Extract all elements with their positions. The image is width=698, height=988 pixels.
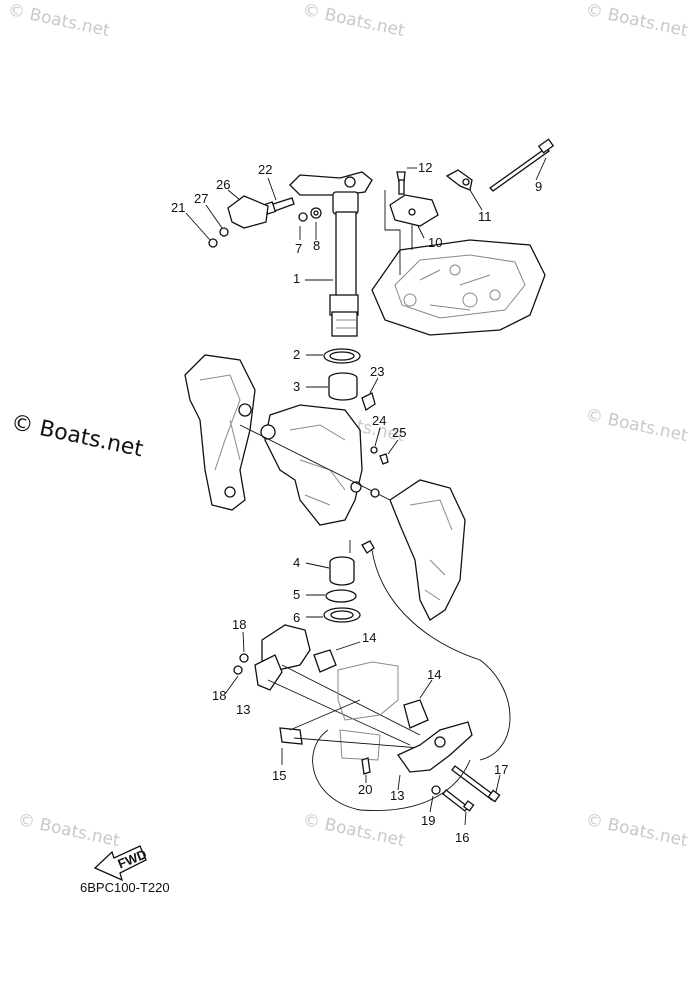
callout-22: 22 [258, 162, 272, 177]
callout-13a: 13 [236, 702, 250, 717]
callout-13b: 13 [390, 788, 404, 803]
clamp-bracket-right [370, 479, 466, 621]
swivel-housing [239, 404, 391, 526]
callout-25: 25 [392, 425, 406, 440]
diagram-code: 6BPC100-T220 [80, 880, 170, 895]
bolt-22 [263, 197, 295, 215]
callout-9: 9 [535, 179, 542, 194]
callout-10: 10 [428, 235, 442, 250]
callout-18b: 18 [212, 688, 226, 703]
callout-2: 2 [293, 347, 300, 362]
callout-26: 26 [216, 177, 230, 192]
lower-mount-right [397, 721, 473, 773]
engine-base [371, 239, 546, 336]
callout-15: 15 [272, 768, 286, 783]
callout-4: 4 [293, 555, 300, 570]
callout-27: 27 [194, 191, 208, 206]
callout-3: 3 [293, 379, 300, 394]
callout-1: 1 [293, 271, 300, 286]
lower-housing [337, 661, 399, 761]
callout-14a: 14 [362, 630, 376, 645]
callout-11: 11 [478, 209, 492, 224]
callout-8: 8 [313, 238, 320, 253]
lower-mount-left [254, 624, 421, 746]
callout-23: 23 [370, 364, 384, 379]
callout-21: 21 [171, 200, 185, 215]
callout-7: 7 [295, 241, 302, 256]
callout-14b: 14 [427, 667, 441, 682]
callout-16: 16 [455, 830, 469, 845]
callout-24: 24 [372, 413, 386, 428]
callout-18a: 18 [232, 617, 246, 632]
callout-5: 5 [293, 587, 300, 602]
callout-17: 17 [494, 762, 508, 777]
fwd-label: FWD [116, 846, 149, 871]
callout-6: 6 [293, 610, 300, 625]
callout-20: 20 [358, 782, 372, 797]
callout-19: 19 [421, 813, 435, 828]
callout-12: 12 [418, 160, 432, 175]
steering-shaft [289, 171, 373, 337]
swivel-bracket [184, 354, 256, 511]
fwd-arrow-icon [93, 845, 147, 882]
